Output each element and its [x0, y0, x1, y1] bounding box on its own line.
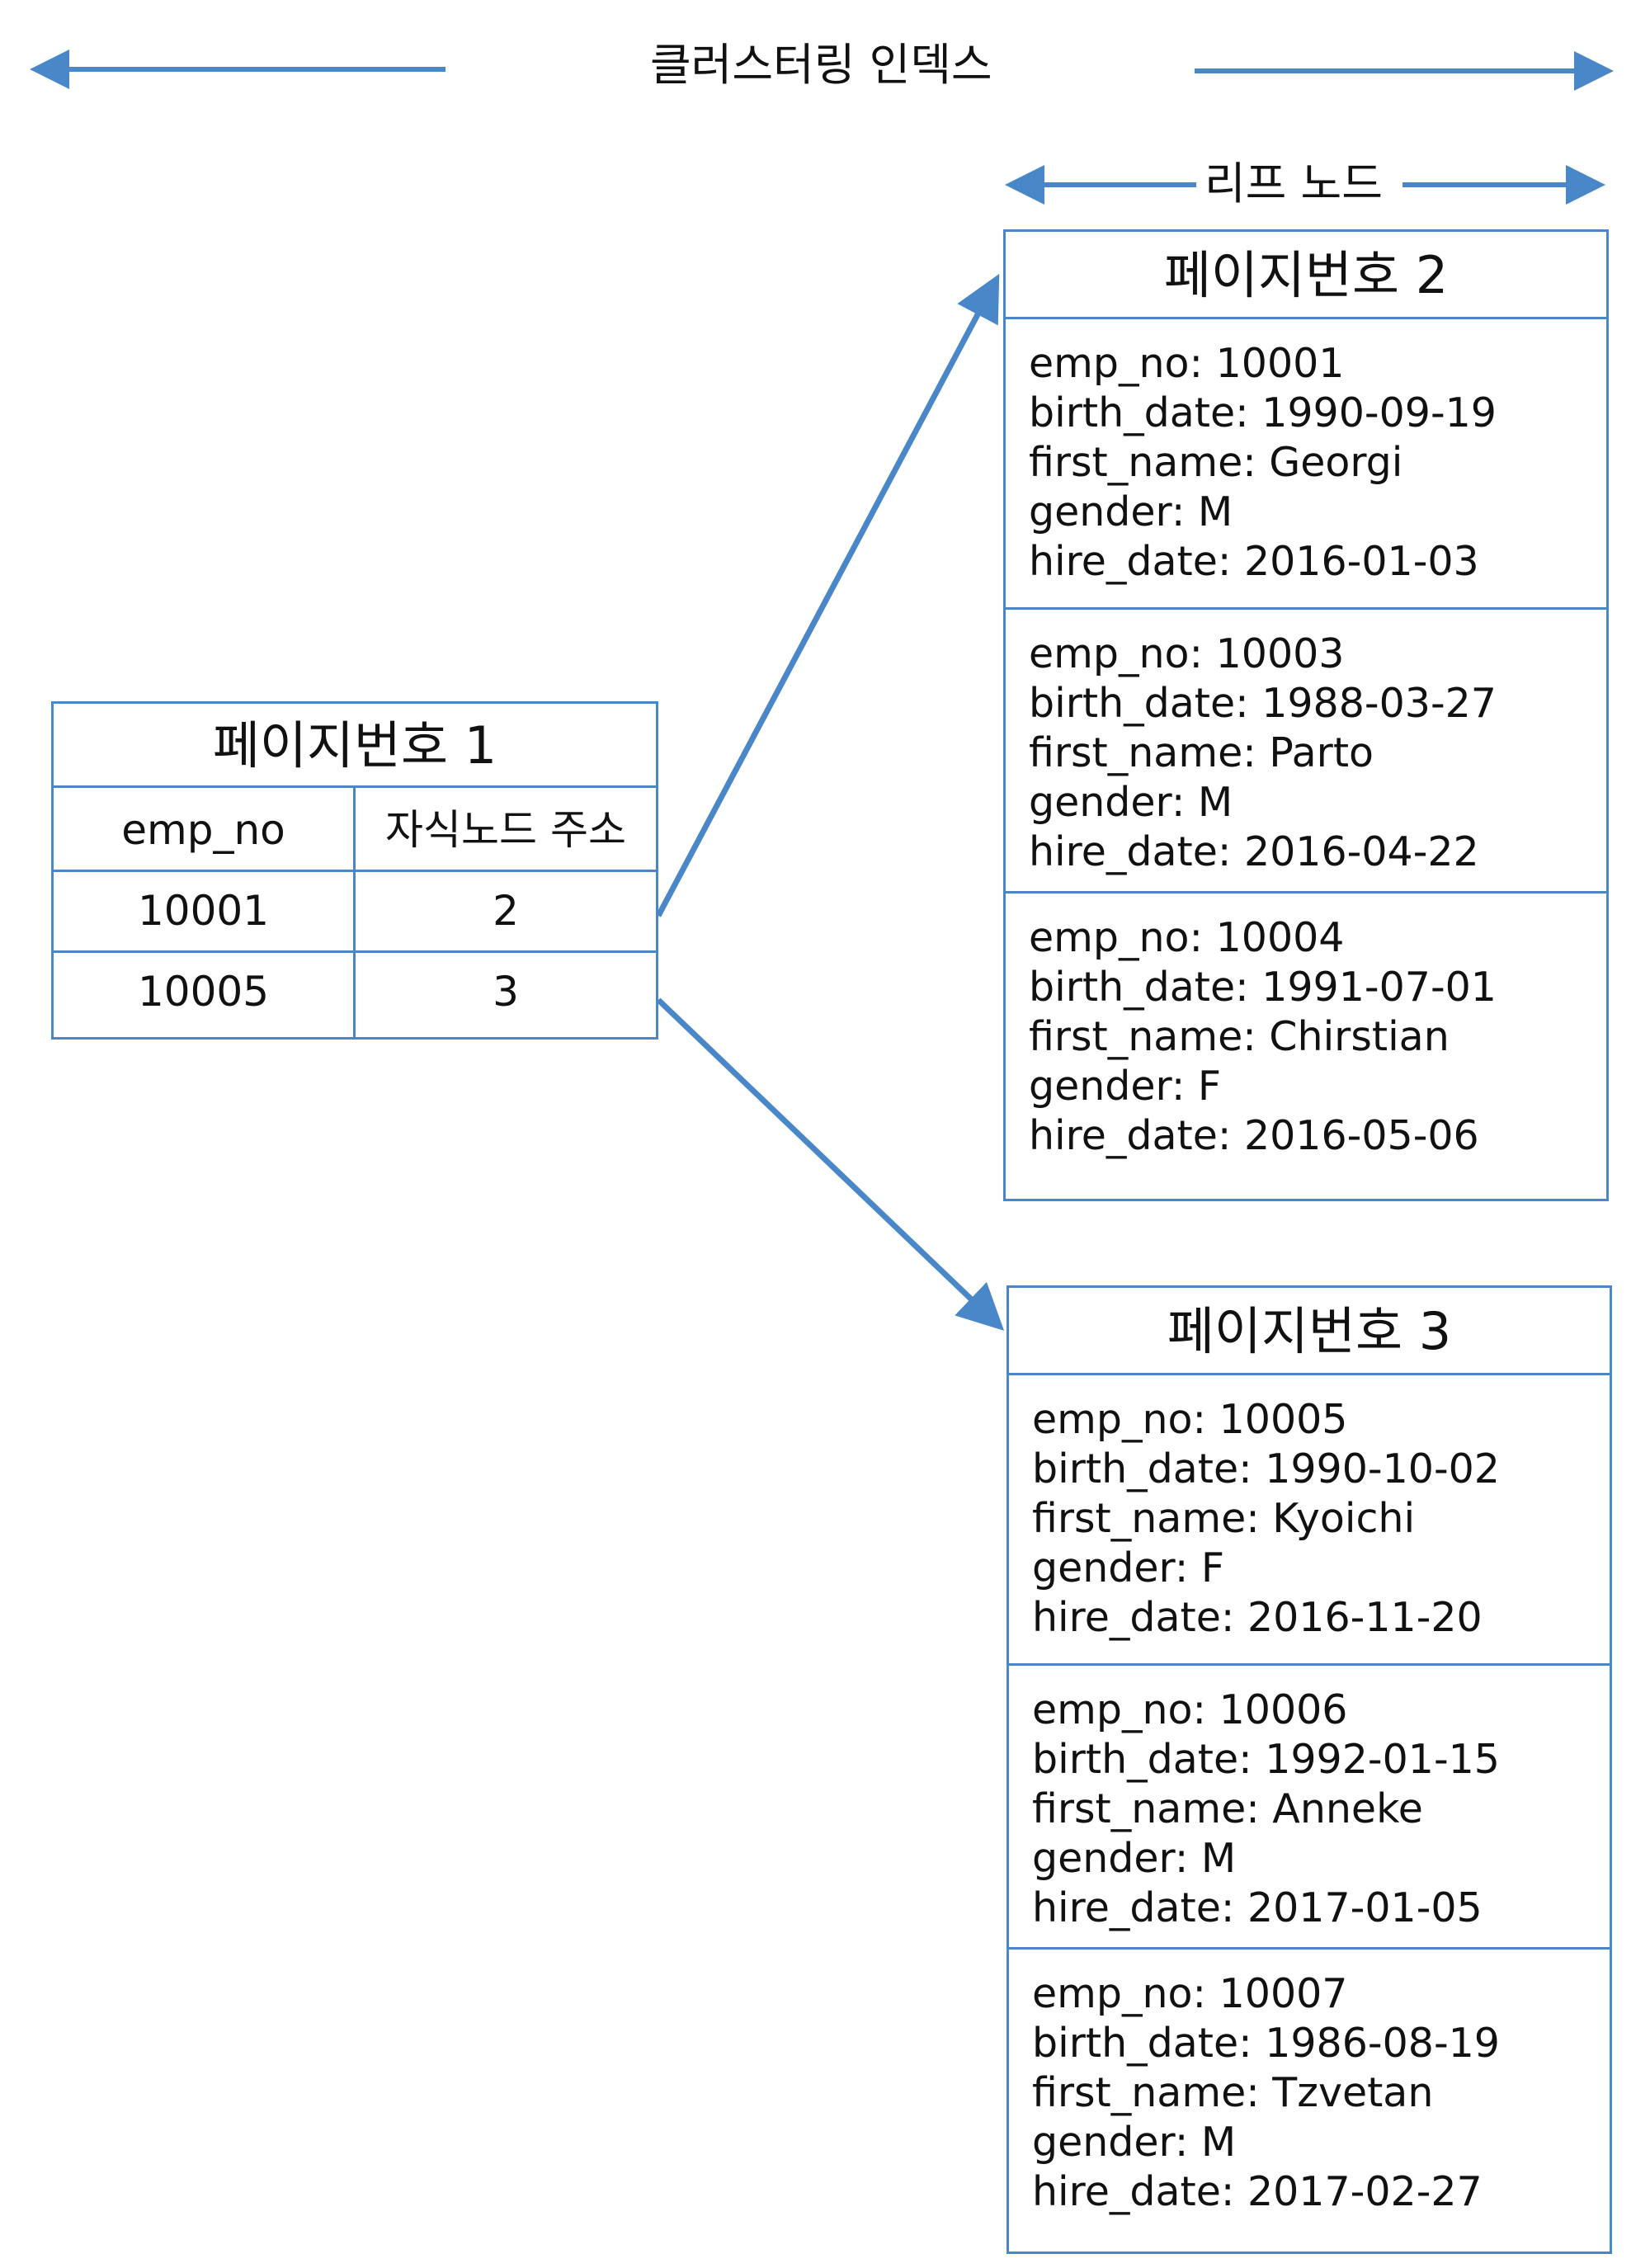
root-header-child-address: 자식노드 주소 [385, 806, 626, 854]
employee-record: emp_no: 10004 birth_date: 1991-07-01 fir… [1006, 894, 1606, 1199]
record-first-name: first_name: Tzvetan [1032, 2069, 1434, 2116]
leaf-page-3-title: 페이지번호 3 [1009, 1288, 1610, 1375]
record-emp-no: emp_no: 10007 [1032, 1970, 1348, 2017]
record-emp-no: emp_no: 10004 [1029, 914, 1345, 961]
record-birth-date: birth_date: 1990-09-19 [1029, 389, 1497, 436]
record-first-name: first_name: Chirstian [1029, 1013, 1450, 1060]
root-row-child-page: 3 [493, 968, 519, 1016]
record-gender: gender: M [1029, 488, 1233, 535]
record-gender: gender: F [1032, 1544, 1225, 1591]
root-row-emp-no: 10001 [54, 872, 356, 950]
leaf-page-2-box: 페이지번호 2 emp_no: 10001 birth_date: 1990-0… [1003, 229, 1609, 1201]
record-first-name: first_name: Anneke [1032, 1785, 1423, 1832]
record-first-name: first_name: Kyoichi [1032, 1495, 1416, 1542]
record-birth-date: birth_date: 1992-01-15 [1032, 1736, 1500, 1783]
clustered-index-label: 클러스터링 인덱스 [650, 39, 992, 91]
root-row: 10005 3 [54, 953, 656, 1037]
root-row-child-page: 2 [493, 887, 519, 935]
leaf-page-2-title: 페이지번호 2 [1006, 232, 1606, 319]
record-birth-date: birth_date: 1988-03-27 [1029, 680, 1497, 727]
record-emp-no: emp_no: 10006 [1032, 1686, 1348, 1733]
record-hire-date: hire_date: 2017-02-27 [1032, 2168, 1483, 2215]
record-birth-date: birth_date: 1986-08-19 [1032, 2020, 1500, 2067]
root-header-row: emp_no 자식노드 주소 [54, 788, 656, 872]
record-emp-no: emp_no: 10003 [1029, 630, 1345, 677]
employee-record: emp_no: 10007 birth_date: 1986-08-19 fir… [1009, 1950, 1610, 2255]
record-hire-date: hire_date: 2016-05-06 [1029, 1112, 1479, 1159]
pointer-arrow-to-page-3 [656, 997, 1005, 1331]
root-row: 10001 2 [54, 872, 656, 953]
record-hire-date: hire_date: 2017-01-05 [1032, 1884, 1483, 1931]
record-first-name: first_name: Parto [1029, 729, 1374, 776]
record-hire-date: hire_date: 2016-04-22 [1029, 828, 1479, 875]
record-gender: gender: F [1029, 1063, 1222, 1110]
record-emp-no: emp_no: 10001 [1029, 340, 1345, 387]
record-first-name: first_name: Georgi [1029, 439, 1403, 486]
root-row-emp-no: 10005 [54, 953, 356, 1037]
record-gender: gender: M [1032, 1835, 1237, 1882]
record-birth-date: birth_date: 1991-07-01 [1029, 964, 1497, 1011]
root-page-title: 페이지번호 1 [54, 704, 656, 788]
employee-record: emp_no: 10005 birth_date: 1990-10-02 fir… [1009, 1375, 1610, 1666]
leaf-page-3-box: 페이지번호 3 emp_no: 10005 birth_date: 1990-1… [1006, 1285, 1612, 2254]
leaf-node-label: 리프 노드 [1204, 158, 1383, 210]
record-hire-date: hire_date: 2016-11-20 [1032, 1594, 1483, 1641]
root-page-box: 페이지번호 1 emp_no 자식노드 주소 10001 2 10005 3 [51, 701, 658, 1040]
record-emp-no: emp_no: 10005 [1032, 1396, 1348, 1443]
record-gender: gender: M [1032, 2119, 1237, 2166]
root-header-emp-no: emp_no [54, 788, 356, 870]
record-gender: gender: M [1029, 779, 1233, 826]
pointer-arrow-to-page-2 [655, 273, 1000, 917]
employee-record: emp_no: 10003 birth_date: 1988-03-27 fir… [1006, 610, 1606, 894]
record-birth-date: birth_date: 1990-10-02 [1032, 1445, 1500, 1492]
employee-record: emp_no: 10001 birth_date: 1990-09-19 fir… [1006, 319, 1606, 610]
record-hire-date: hire_date: 2016-01-03 [1029, 538, 1479, 585]
employee-record: emp_no: 10006 birth_date: 1992-01-15 fir… [1009, 1666, 1610, 1950]
